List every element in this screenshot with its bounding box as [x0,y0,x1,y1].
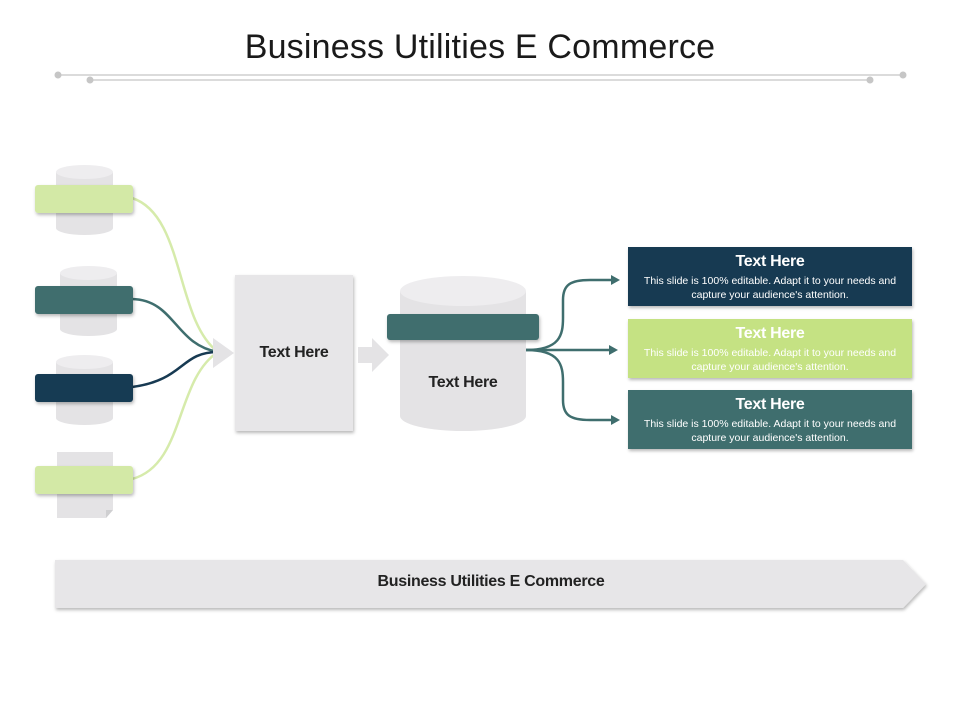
slide-title: Business Utilities E Commerce [244,28,716,66]
center-database-icon [400,276,526,431]
database-tag [387,314,539,340]
bottom-banner-arrow [55,560,926,608]
source-tag-2 [35,286,133,314]
output-box-2: Text Here This slide is 100% editable. A… [628,319,912,378]
bottom-banner-label: Business Utilities E Commerce [377,573,605,590]
output-box-heading: Text Here [735,325,805,342]
output-connectors [525,278,614,422]
output-box-body: This slide is 100% editable. Adapt it to… [643,418,897,444]
output-box-3: Text Here This slide is 100% editable. A… [628,390,912,449]
center-database-label: Text Here [428,374,498,391]
output-box-body: This slide is 100% editable. Adapt it to… [643,275,897,301]
source-tag-3 [35,374,133,402]
title-divider [54,71,907,84]
output-box-body: This slide is 100% editable. Adapt it to… [643,347,897,373]
source-tag-4 [35,466,133,494]
input-arrowhead [213,338,234,368]
output-box-heading: Text Here [735,396,805,413]
center-document-label: Text Here [259,344,329,361]
source-tag-1 [35,185,133,213]
input-connectors [131,196,219,481]
flow-arrow [358,338,389,372]
output-box-1: Text Here This slide is 100% editable. A… [628,247,912,306]
output-box-heading: Text Here [735,253,805,270]
center-document [235,275,353,431]
output-arrowheads [609,275,620,425]
